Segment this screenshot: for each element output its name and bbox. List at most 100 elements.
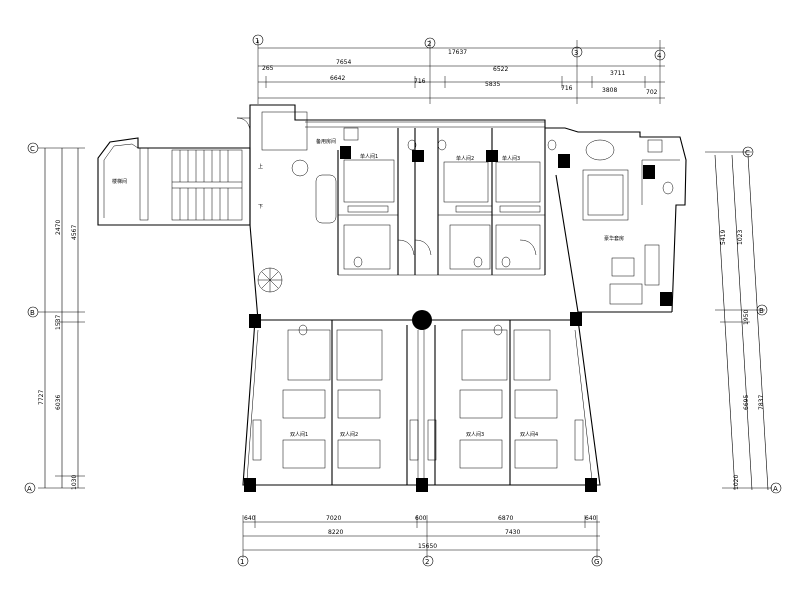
bathroom [449, 224, 491, 270]
bed-icon [514, 439, 558, 469]
grid-bubble-left-A [24, 482, 36, 494]
grid-label-top-3: 3 [574, 49, 578, 57]
label-up: 上 [258, 163, 263, 170]
column [416, 478, 428, 492]
sofa-icon [315, 174, 337, 224]
dim-bot-640a: 640 [244, 515, 256, 522]
top-dimensions: 1 2 3 4 17637 7654 6522 3711 265 6642 71… [252, 34, 666, 104]
label-down: 下 [258, 204, 263, 210]
grid-bubble-right-C [742, 146, 754, 158]
structural-columns [244, 146, 672, 492]
grid-label-left-C: C [30, 145, 35, 153]
staircase: 楼梯间 上 下 [112, 149, 263, 221]
grid-label-bottom-2: 2 [425, 558, 429, 566]
grid-label-top-4: 4 [657, 52, 662, 60]
grid-label-top-2: 2 [427, 40, 431, 48]
grid-label-left-B: B [30, 309, 35, 317]
suite-room: 豪华套房 [582, 139, 680, 305]
room-label-single-2: 单人间2 [456, 155, 474, 162]
toilet-icon [547, 139, 557, 151]
column [660, 292, 672, 306]
column [643, 165, 655, 179]
bathroom [287, 329, 331, 381]
dim-top-a: 7654 [336, 59, 351, 66]
toilet-icon [353, 256, 363, 268]
dim-top-702: 702 [646, 89, 658, 96]
dim-right-1020: 1020 [733, 475, 740, 490]
double-rooms: 双人间1 双人间2 双人间3 双人间4 [252, 320, 584, 485]
column [249, 314, 261, 328]
room-label-single-1: 单人间1 [360, 153, 378, 160]
dim-left-4567: 4567 [71, 225, 78, 240]
dim-right-1023: 1023 [737, 230, 744, 245]
column [570, 312, 582, 326]
dim-total-top: 17637 [448, 49, 467, 56]
plant-icon [257, 267, 283, 293]
grid-bubble-bottom-3 [591, 555, 603, 567]
grid-bubble-top-1 [252, 34, 264, 46]
room-label-double-1: 双人间1 [290, 431, 308, 438]
toilet-icon [501, 256, 511, 268]
round-column [412, 310, 432, 330]
dim-bot-8220: 8220 [328, 529, 343, 536]
bed-icon [343, 159, 395, 203]
dim-right-5419: 5419 [720, 230, 727, 245]
grid-label-right-C: C [745, 149, 750, 157]
grid-label-bottom-3: G [594, 558, 599, 566]
dim-left-1030: 1030 [71, 475, 78, 490]
room-label-single-3: 单人间3 [502, 155, 520, 162]
column [244, 478, 256, 492]
column [340, 146, 351, 159]
grid-label-bottom-1: 1 [240, 558, 244, 566]
toilet-icon [662, 181, 674, 195]
dim-bot-15650: 15650 [418, 543, 437, 550]
grid-bubble-left-C [27, 142, 39, 154]
column [412, 150, 424, 162]
washbasin-icon [647, 139, 663, 153]
grid-bubble-bottom-1 [237, 555, 249, 567]
dim-bot-7430: 7430 [505, 529, 520, 536]
dim-top-716b: 716 [561, 85, 573, 92]
left-dimensions: C B A 2470 4567 1537 7727 6036 1030 [24, 142, 85, 494]
stair-treads-upper [179, 150, 229, 182]
toilet-icon [493, 324, 503, 336]
dim-left-2470: 2470 [55, 220, 62, 235]
bottom-dimensions: 1 2 G 640 7020 600 6870 640 8220 7430 15… [237, 515, 603, 567]
bed-icon [282, 439, 326, 469]
bathroom [495, 224, 541, 270]
suite-bed-icon [582, 169, 629, 221]
room-label-suite: 豪华套房 [604, 235, 624, 242]
dim-right-6695: 6695 [743, 395, 750, 410]
column [585, 478, 597, 492]
stair-treads-lower [179, 188, 229, 220]
bed-icon [514, 389, 558, 419]
dim-top-c: 3711 [610, 70, 625, 77]
grid-bubble-right-A [770, 482, 782, 494]
office-room: 备用房间 [236, 111, 359, 224]
bathroom [513, 329, 551, 381]
toilet-icon [473, 256, 483, 268]
right-dimensions: C B A 1023 5419 1950 7837 6695 1020 [705, 146, 782, 494]
suite-chair-icon [611, 257, 635, 277]
dim-left-1537: 1537 [55, 315, 62, 330]
dim-top-716a: 716 [414, 78, 426, 85]
column [486, 150, 498, 162]
grid-bubble-top-2 [424, 37, 436, 49]
suite-cabinet-icon [644, 244, 660, 286]
building-outline [97, 104, 687, 486]
grid-bubble-right-B [756, 304, 768, 316]
grid-label-left-A: A [27, 485, 32, 493]
room-label-double-2: 双人间2 [340, 431, 358, 438]
bed-icon [443, 161, 489, 203]
plant-icon [291, 159, 309, 177]
room-label-double-3: 双人间3 [466, 431, 484, 438]
bed-icon [459, 389, 503, 419]
dim-left-7727: 7727 [38, 390, 45, 405]
dim-bot-7020: 7020 [326, 515, 341, 522]
room-label-storage: 备用房间 [316, 138, 336, 145]
dim-bot-640b: 640 [585, 515, 597, 522]
suite-table-icon [585, 139, 615, 161]
bathroom [461, 329, 508, 381]
toilet-icon [437, 139, 447, 151]
grid-label-right-A: A [773, 485, 778, 493]
